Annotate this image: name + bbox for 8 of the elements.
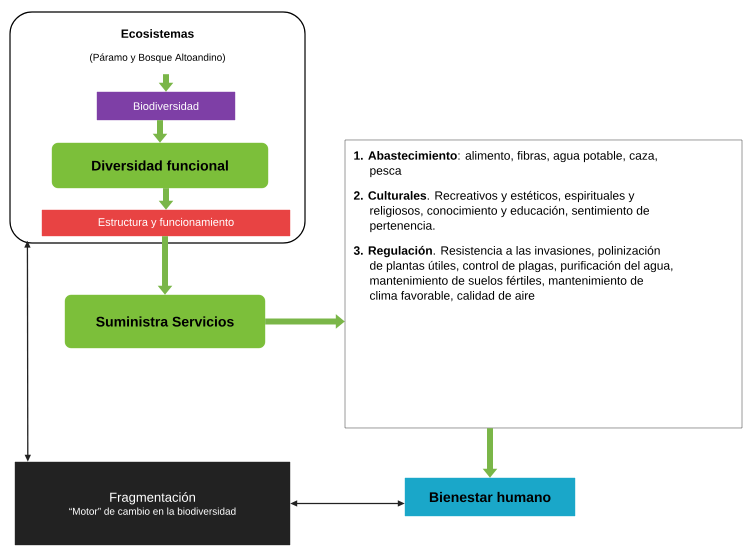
fragmentation-box: Fragmentación “Motor” de cambio en la biodiversidad (14, 462, 290, 546)
services-list-box: 1. Abastecimiento: alimento, fibras, agua potable, caza, pesca 2. Culturales. Recreativos y estéticos, espirituales y religiosos, conocimiento y educación, sentimiento de pertenencia. 3. Regulación. Resistencia a las invasiones, polinización de plantas útiles, control de plagas, purificación del agua, mantenimiento de suelos fértiles, mantenimiento de clima favorable, calidad de aire (344, 140, 742, 428)
biodiversity-box: Biodiversidad (96, 92, 236, 120)
functional-diversity-box: Diversidad funcional (52, 142, 268, 188)
human-wellbeing-box: Bienestar humano (404, 478, 576, 516)
heading-text: Ecosistemas (Páramo y Bosque Altoandino) (90, 29, 225, 63)
structure-box: Estructura y funcionamiento (42, 210, 290, 236)
supply-services-box: Suministra Servicios (64, 294, 266, 348)
